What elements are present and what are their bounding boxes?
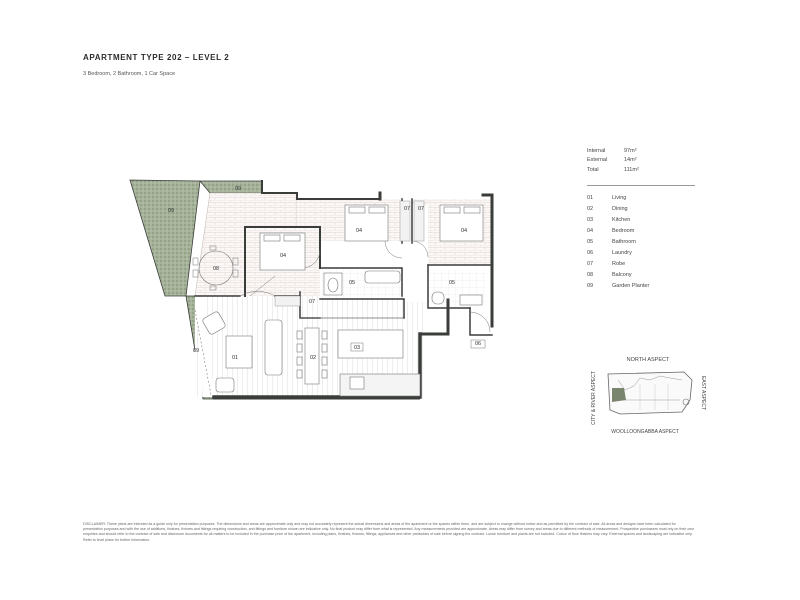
- disclaimer-text: DISCLAIMER: These plans are intended as …: [83, 522, 694, 542]
- east-aspect-label: EAST ASPECT: [700, 376, 706, 410]
- legend-label: Balcony: [612, 271, 632, 278]
- page-title: APARTMENT TYPE 202 – LEVEL 2: [83, 53, 230, 62]
- area-value: 97m²: [624, 147, 637, 154]
- legend-item: 08 Balcony: [587, 269, 697, 280]
- tag-bedroom: 04: [461, 228, 467, 234]
- bedroom-furniture: [259, 204, 484, 271]
- legend-item: 05 Bathroom: [587, 237, 697, 248]
- area-value: 14m²: [624, 157, 637, 164]
- tag-living: 01: [232, 355, 238, 361]
- armchair: [202, 311, 226, 335]
- south-aspect-label: WOOLLOONGABBA ASPECT: [611, 429, 679, 435]
- bathroom-fixtures: [323, 270, 483, 306]
- legend-code: 08: [587, 271, 594, 278]
- legend-code: 09: [587, 282, 594, 289]
- tag-balcony: 08: [213, 266, 219, 272]
- tag-robe: 07: [309, 299, 315, 305]
- legend-code: 04: [587, 228, 594, 235]
- legend-label: Robe: [612, 260, 626, 267]
- area-label: Total: [587, 166, 599, 173]
- area-label: Internal: [587, 147, 606, 154]
- tag-planter: 09: [193, 348, 199, 354]
- tag-bedroom: 04: [356, 228, 362, 234]
- legend-label: Living: [612, 195, 627, 202]
- area-row-internal: Internal 97m²: [587, 146, 697, 156]
- legend-label: Kitchen: [612, 217, 631, 224]
- sofa: [264, 319, 283, 376]
- room-legend: 01 Living 02 Dining 03 Kitchen 04 Bedroom 05…: [587, 193, 697, 291]
- legend-item: 06 Laundry: [587, 247, 697, 258]
- area-row-total: Total 111m²: [587, 165, 697, 175]
- legend-code: 06: [587, 249, 594, 256]
- planter-left: [129, 179, 201, 297]
- tag-bathroom: 05: [349, 280, 355, 286]
- tag-planter: 09: [235, 186, 241, 192]
- legend-item: 03 Kitchen: [587, 215, 697, 226]
- room-tags: 09 09 09 08 04 04 04 07 07 07 05 05 01 0…: [168, 186, 481, 361]
- tag-dining: 02: [310, 355, 316, 361]
- tag-kitchen: 03: [354, 345, 360, 351]
- legend-code: 01: [587, 195, 594, 202]
- legend-code: 05: [587, 239, 594, 245]
- legend-code: 07: [587, 260, 594, 267]
- key-plan: NORTH ASPECT WOOLLOONGABBA ASPECT EAST A…: [591, 357, 706, 435]
- north-aspect-label: NORTH ASPECT: [627, 357, 670, 363]
- area-row-external: External 14m²: [587, 156, 697, 166]
- tag-bathroom: 05: [449, 280, 455, 286]
- legend-label: Dining: [612, 206, 628, 213]
- coffee-table: [225, 335, 253, 369]
- page-subtitle: 3 Bedroom, 2 Bathroom, 1 Car Space: [83, 71, 176, 77]
- west-aspect-label: CITY & RIVER ASPECT: [591, 371, 597, 425]
- legend-code: 02: [587, 206, 594, 213]
- area-table: Internal 97m² External 14m² Total 111m²: [587, 146, 697, 175]
- tag-laundry: 06: [475, 341, 481, 347]
- legend-label: Bathroom: [612, 239, 636, 245]
- area-label: External: [587, 157, 608, 164]
- balustrade: [194, 309, 212, 396]
- legend-item: 09 Garden Planter: [587, 280, 697, 291]
- legend-code: 03: [587, 217, 594, 224]
- kitchen-island: [337, 329, 404, 359]
- legend-label: Bedroom: [612, 228, 635, 235]
- balcony-table: [198, 250, 234, 286]
- legend-label: Garden Planter: [612, 282, 650, 289]
- legend-label: Laundry: [612, 249, 632, 256]
- legend-item: 01 Living: [587, 193, 697, 204]
- area-value: 111m²: [624, 166, 639, 173]
- legend-item: 02 Dining: [587, 204, 697, 215]
- legend-item: 07 Robe: [587, 258, 697, 269]
- tag-planter: 09: [168, 208, 174, 214]
- apartment-locator: [612, 388, 626, 402]
- dining-table: [304, 327, 320, 385]
- planter-top: [199, 180, 263, 194]
- tag-robe: 07: [404, 206, 410, 212]
- tag-bedroom: 04: [280, 253, 286, 259]
- legend-item: 04 Bedroom: [587, 226, 697, 237]
- living-furniture: [202, 311, 421, 397]
- robes: [274, 200, 425, 307]
- divider: [587, 185, 695, 186]
- tag-robe: 07: [418, 206, 424, 212]
